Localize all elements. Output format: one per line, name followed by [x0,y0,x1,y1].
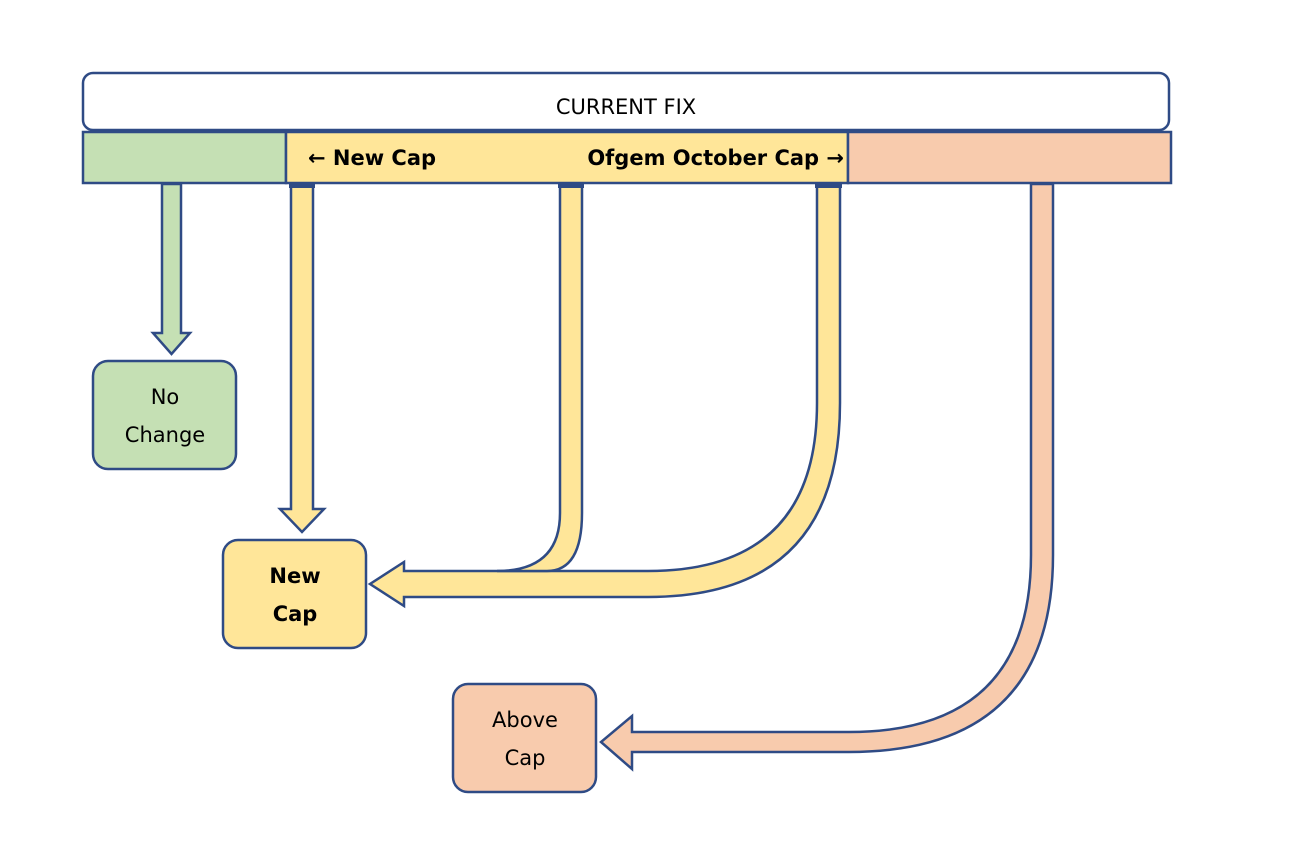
band-peach-segment [846,130,1173,185]
new-cap-label-line1: New [269,564,320,588]
no-change-label-line2: Change [125,423,205,447]
arrow-curved-inner-to-new-cap [496,182,584,573]
no-change-label-line1: No [151,385,180,409]
straight-connector-cap [289,184,315,188]
arrow-curved-to-above-cap [599,182,1055,772]
arrow-to-no-change [150,182,193,356]
band-new-cap-label: ← New Cap [308,146,436,170]
arrow-curved-outer-to-new-cap [367,182,842,609]
new-cap-node [221,538,368,650]
inner-connector-cap [558,184,584,188]
above-cap-label-line2: Cap [505,746,546,770]
band-yellow-segment [284,130,850,185]
current-fix-label: CURRENT FIX [556,95,696,119]
arrow-straight-to-new-cap [277,182,327,534]
band-ofgem-october-cap-label: Ofgem October Cap → [587,146,844,170]
above-cap-node [451,682,598,794]
new-cap-label-line2: Cap [273,602,318,626]
current-fix-box [81,71,1171,132]
above-cap-label-line1: Above [492,708,558,732]
no-change-node [91,359,238,471]
band-green-segment [81,130,288,185]
outer-connector-cap [815,184,842,188]
